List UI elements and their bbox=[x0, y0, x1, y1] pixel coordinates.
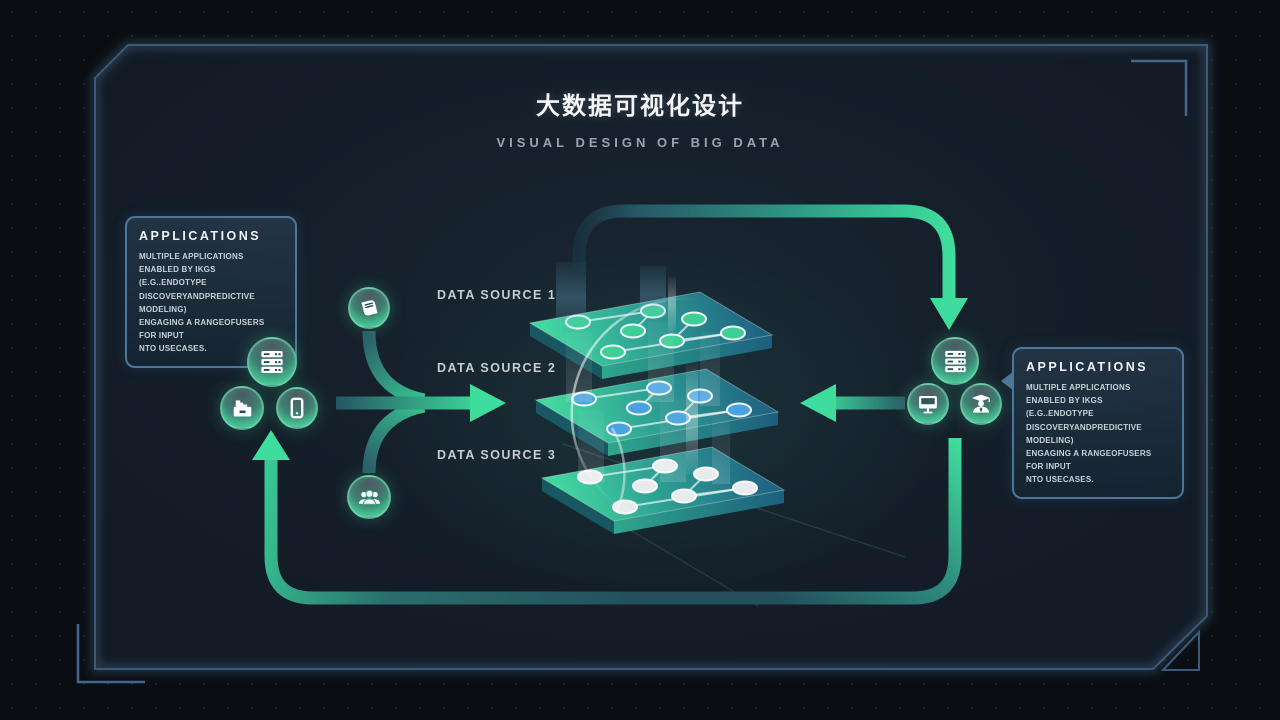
graduate-icon bbox=[960, 383, 1002, 425]
corner-triangle-bottom-right bbox=[1160, 629, 1200, 671]
callout-pointer-left bbox=[1001, 371, 1014, 391]
archive-box-icon bbox=[220, 386, 264, 430]
pipe-top-loop bbox=[572, 204, 956, 300]
header: 大数据可视化设计 VISUAL DESIGN OF BIG DATA bbox=[0, 86, 1280, 150]
callout-title: APPLICATIONS bbox=[1026, 360, 1149, 374]
pipe-bottom-right bbox=[610, 438, 962, 605]
applications-callout-right: APPLICATIONS MULTIPLE APPLICATIONS ENABL… bbox=[1001, 347, 1184, 499]
corner-bracket-bottom-left bbox=[76, 624, 145, 684]
server-icon bbox=[931, 337, 979, 385]
smartphone-icon bbox=[276, 387, 318, 429]
pipe-bottom-left bbox=[264, 458, 630, 605]
data-source-2-label: DATA SOURCE 2 bbox=[437, 361, 557, 375]
callout-body: MULTIPLE APPLICATIONS ENABLED BY IKGS (E… bbox=[139, 252, 265, 354]
flow-pipes bbox=[252, 204, 968, 605]
data-source-1-label: DATA SOURCE 1 bbox=[437, 288, 557, 302]
callout-title: APPLICATIONS bbox=[139, 229, 262, 243]
monitor-icon bbox=[907, 383, 949, 425]
frame-border-line bbox=[94, 44, 1208, 670]
page-subtitle: VISUAL DESIGN OF BIG DATA bbox=[496, 135, 784, 150]
server-icon bbox=[247, 337, 297, 387]
users-icon bbox=[347, 475, 391, 519]
data-source-3-label: DATA SOURCE 3 bbox=[437, 448, 557, 462]
book-icon bbox=[348, 287, 390, 329]
arrowhead-up bbox=[252, 430, 290, 460]
callout-body: MULTIPLE APPLICATIONS ENABLED BY IKGS (E… bbox=[1026, 383, 1152, 485]
light-beams bbox=[556, 262, 730, 484]
arrowhead-down bbox=[930, 298, 968, 330]
page-title: 大数据可视化设计 bbox=[536, 93, 744, 120]
corner-bracket-top-right bbox=[1131, 59, 1188, 116]
orbital-arcs bbox=[570, 297, 698, 513]
arrowhead-right bbox=[470, 384, 506, 422]
arrowhead-left bbox=[800, 384, 836, 422]
